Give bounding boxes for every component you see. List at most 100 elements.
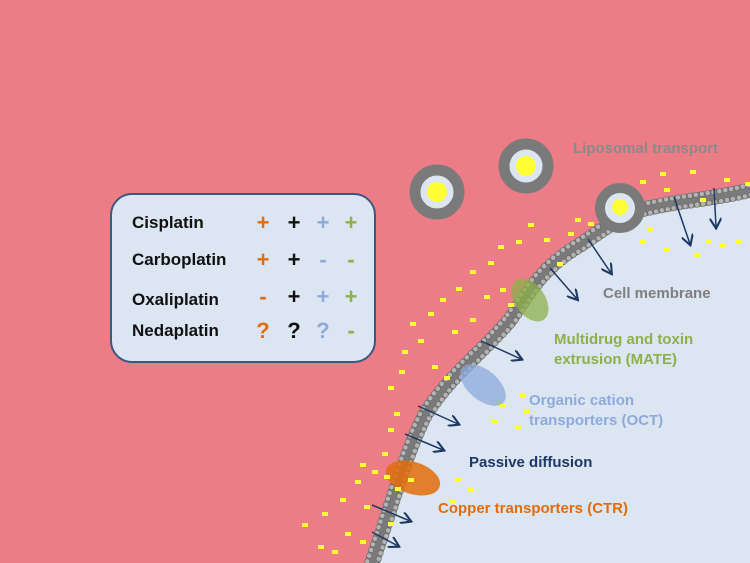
uptake-arrow (549, 267, 577, 299)
uptake-arrow (404, 433, 443, 450)
drug-particle (332, 550, 338, 554)
drug-particle (382, 452, 388, 456)
drug-particle (557, 262, 563, 266)
lipid-head (663, 196, 669, 203)
lipid-head (575, 248, 582, 255)
lipid-head (402, 444, 409, 451)
drug-particle (720, 244, 726, 248)
drug-particle (302, 523, 308, 527)
lipid-head (501, 316, 508, 322)
lipid-head (507, 306, 514, 313)
oct-mark: + (316, 284, 330, 309)
lipid-head (455, 363, 462, 369)
drug-particle (700, 198, 706, 202)
lipid-head (394, 498, 401, 505)
drug-particle (384, 475, 390, 479)
lipid-head (544, 274, 551, 281)
drug-particle (500, 404, 506, 408)
lipid-head (728, 186, 734, 192)
lipid-head (585, 230, 591, 237)
lipid-head (496, 336, 503, 342)
lipid-head (493, 324, 500, 331)
lipid-head (575, 237, 581, 244)
lipid-head (718, 198, 724, 204)
lipid-head (736, 194, 742, 201)
liposome (498, 138, 554, 194)
lipid-head (675, 194, 681, 201)
lipid-head (734, 184, 740, 191)
lipid-head (472, 346, 479, 352)
lipid-head (438, 380, 445, 387)
lipid-head (409, 427, 416, 434)
lipid-head (653, 208, 659, 215)
lipid-head (595, 235, 602, 242)
lipid-head (706, 200, 713, 206)
cell-interior (372, 190, 750, 563)
lipid-head (722, 187, 729, 194)
lipid-head (508, 322, 515, 329)
uptake-arrow (673, 196, 690, 244)
lipid-head (432, 406, 438, 412)
lipid-head (427, 395, 434, 402)
lipid-head (560, 247, 566, 253)
lipid-head (489, 329, 496, 335)
drug-particle (575, 218, 581, 222)
lipid-head (450, 382, 457, 389)
mate-transporter (511, 278, 549, 322)
lipid-head (536, 267, 543, 274)
oct-mark: + (316, 210, 330, 235)
legend-drug-name: Nedaplatin (132, 321, 219, 340)
liposome (409, 164, 465, 220)
lipid-head (434, 385, 441, 392)
drug-particle (640, 180, 646, 184)
drug-particle (440, 298, 446, 302)
lipid-head (414, 442, 420, 449)
lipid-head (442, 391, 449, 398)
lipid-head (479, 353, 486, 360)
lipid-head (512, 317, 519, 324)
drug-particle (694, 253, 700, 257)
drug-particle (455, 478, 461, 482)
drug-particle (345, 532, 351, 536)
drug-particle (492, 420, 498, 424)
drug-particle (736, 240, 742, 244)
lipid-head (377, 550, 384, 557)
legend-drug-name: Oxaliplatin (132, 290, 219, 309)
lipid-head (651, 198, 657, 205)
drug-particle (355, 480, 361, 484)
lipid-head (388, 484, 395, 491)
lipid-head (647, 209, 654, 216)
drug-particle (322, 512, 328, 516)
lipid-head (664, 206, 671, 213)
lipid-head (724, 197, 730, 203)
mate-label: Multidrug and toxin extrusion (MATE) (554, 330, 693, 370)
drug-particle (528, 223, 534, 227)
drug-particle (520, 394, 526, 398)
lipid-head (423, 400, 430, 407)
drug-particle (450, 500, 456, 504)
lipid-head (570, 240, 577, 247)
lipid-head (681, 193, 687, 200)
lipid-head (565, 243, 571, 250)
lipid-head (435, 401, 442, 408)
drug-particles (302, 170, 750, 554)
lipid-head (385, 527, 391, 534)
ctr-mark: + (256, 247, 270, 272)
lipid-head (384, 495, 391, 502)
fusing-liposome (595, 183, 645, 233)
drug-particle (488, 261, 494, 265)
uptake-arrow (417, 405, 458, 424)
lipid-head (688, 202, 695, 209)
lipid-head (694, 201, 701, 208)
lipid-head (396, 493, 403, 499)
mate-label-line: Multidrug and toxin (554, 331, 694, 348)
lipid-head (446, 387, 453, 394)
uptake-arrow (371, 531, 398, 546)
drug-particle (640, 240, 646, 244)
lipid-head (500, 331, 507, 338)
drug-particle (468, 488, 474, 492)
oct-transporter (460, 364, 506, 406)
lipid-head (492, 340, 499, 347)
uptake-arrow (714, 187, 716, 227)
